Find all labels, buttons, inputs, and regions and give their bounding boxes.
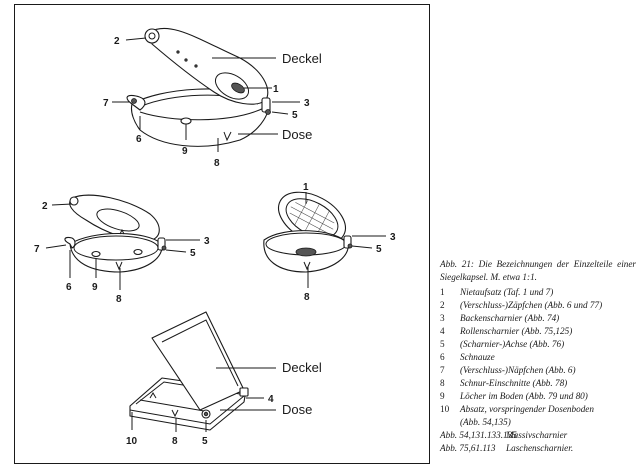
fig2-axle — [161, 245, 167, 251]
fig2-label-3: 3 — [204, 236, 210, 247]
fig3-bottom — [295, 247, 317, 257]
legend-item: 2(Verschluss-)Zäpfchen (Abb. 6 und 77) — [440, 300, 603, 310]
fig3-axle — [347, 243, 353, 249]
fig2-peg — [69, 196, 79, 206]
legend-item: 7(Verschluss-)Näpfchen (Abb. 6) — [440, 365, 576, 375]
fig2-cord-notch — [115, 261, 123, 271]
fig1-cup — [131, 98, 137, 104]
fig3-label-8: 8 — [304, 292, 310, 303]
fig1-label-box: Dose — [282, 127, 312, 142]
fig2-label-5: 5 — [190, 248, 196, 259]
fig4-cord-notch — [171, 409, 179, 418]
fig1-label-9: 9 — [182, 146, 188, 157]
fig2-bottom-hole-a — [91, 250, 101, 258]
fig2-label-8: 8 — [116, 294, 122, 305]
fig1-label-6: 6 — [136, 134, 142, 145]
fig1-label-7: 7 — [103, 98, 109, 109]
fig2-box — [69, 233, 163, 273]
figure-frame — [14, 4, 430, 464]
legend-item: (Abb. 54,135) — [460, 417, 511, 427]
fig4-label-5: 5 — [202, 436, 208, 447]
fig3-label-3: 3 — [390, 232, 396, 243]
fig3-seal-pattern — [289, 199, 335, 237]
legend-item: 5(Scharnier-)Achse (Abb. 76) — [440, 339, 565, 349]
fig3-label-1: 1 — [303, 182, 309, 193]
fig1-cord-notch — [223, 131, 232, 142]
fig2-label-6: 6 — [66, 282, 72, 293]
fig4-roller-hinge — [239, 387, 249, 397]
fig3-label-5: 5 — [376, 244, 382, 255]
fig1-rivet — [231, 82, 245, 94]
fig1-label-lid: Deckel — [282, 51, 322, 66]
figure-4: Deckel 4 Dose 10 8 5 — [126, 311, 322, 447]
fig1-box — [130, 88, 270, 147]
fig4-label-box: Dose — [282, 402, 312, 417]
fig3-cord-notch — [303, 261, 311, 271]
figure-3: 1 3 5 8 — [263, 182, 396, 303]
fig4-label-8: 8 — [172, 436, 178, 447]
fig2-label-7: 7 — [34, 244, 40, 255]
fig1-peg — [144, 28, 160, 44]
fig4-axle — [203, 411, 209, 417]
fig1-label-8: 8 — [214, 158, 220, 169]
fig1-label-3: 3 — [304, 98, 310, 109]
fig4-label-10: 10 — [126, 436, 138, 447]
figure-2: 2 7 3 5 6 9 8 — [34, 194, 210, 305]
fig2-bottom-hole-b — [133, 248, 143, 256]
figure-1: 2 Deckel 1 7 3 5 Dose 6 9 8 — [103, 27, 322, 169]
fig1-label-5: 5 — [292, 110, 298, 121]
fig2-spout — [64, 236, 76, 249]
fig2-label-2: 2 — [42, 201, 48, 212]
fig4-label-4: 4 — [268, 394, 274, 405]
caption-heading: Abb. 21: Die Bezeichnungen der Einzeltei… — [440, 259, 636, 282]
figure-caption: Abb. 21: Die Bezeichnungen der Einzeltei… — [440, 258, 636, 455]
fig1-label-1: 1 — [273, 84, 279, 95]
fig1-axle — [265, 109, 271, 115]
fig4-label-lid: Deckel — [282, 360, 322, 375]
fig2-label-9: 9 — [92, 282, 98, 293]
fig1-bottom-hole — [180, 117, 192, 125]
fig1-label-2: 2 — [114, 36, 120, 47]
